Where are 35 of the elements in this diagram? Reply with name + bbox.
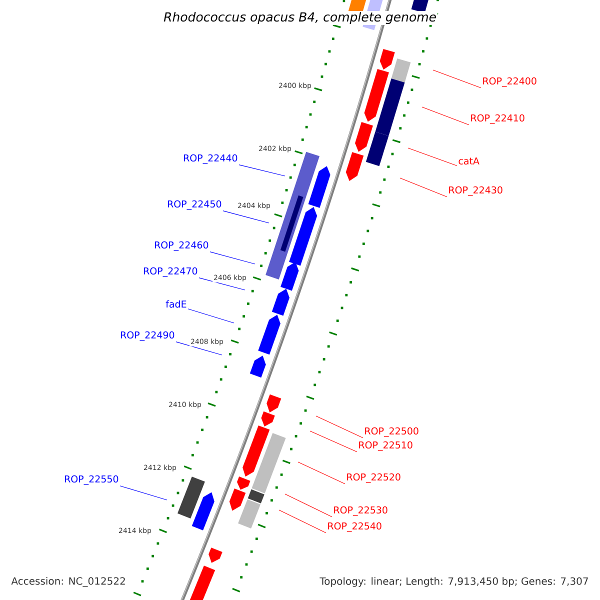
gene-label: ROP_22550 (64, 475, 118, 485)
leader-line (310, 430, 358, 452)
leader-line (222, 210, 270, 224)
leader-line (278, 510, 326, 534)
gene-label: ROP_22500 (365, 427, 418, 437)
leader-line (210, 252, 256, 264)
accession-text: Accession: NC_012522 (10, 576, 127, 588)
leader-line (432, 70, 482, 88)
gene-label: ROP_22450 (168, 200, 222, 210)
gene-label: ROP_22400 (483, 77, 536, 87)
gene-label: ROP_22430 (449, 186, 502, 196)
leader-line (408, 148, 458, 166)
gene-label: fadE (166, 300, 186, 308)
leader-line (298, 462, 346, 484)
gene-label: catA (458, 157, 480, 165)
leader-line (238, 164, 286, 176)
leader-line (400, 178, 448, 198)
leader-line (316, 416, 364, 438)
leader-line (120, 486, 168, 500)
gene-label: ROP_22440 (184, 154, 238, 164)
gene-label: ROP_22470 (144, 267, 198, 277)
gene-label: ROP_22510 (359, 441, 412, 451)
title: Rhodococcus opacus B4, complete genome (162, 10, 438, 26)
leader-line (198, 278, 246, 290)
gene-label: ROP_22540 (328, 522, 382, 532)
gene-label: ROP_22410 (471, 114, 524, 124)
gene-label: ROP_22520 (347, 473, 400, 483)
gene-label: ROP_22530 (334, 506, 388, 516)
topology-text: Topology: linear; Length: 7,913,450 bp; Genes: 7,307 (318, 576, 590, 588)
leader-line (422, 106, 470, 126)
leader-line (284, 494, 332, 518)
gene-label: ROP_22490 (120, 331, 174, 341)
leader-line (176, 342, 222, 356)
gene-label: ROP_22460 (154, 241, 208, 251)
leader-line (188, 308, 234, 324)
